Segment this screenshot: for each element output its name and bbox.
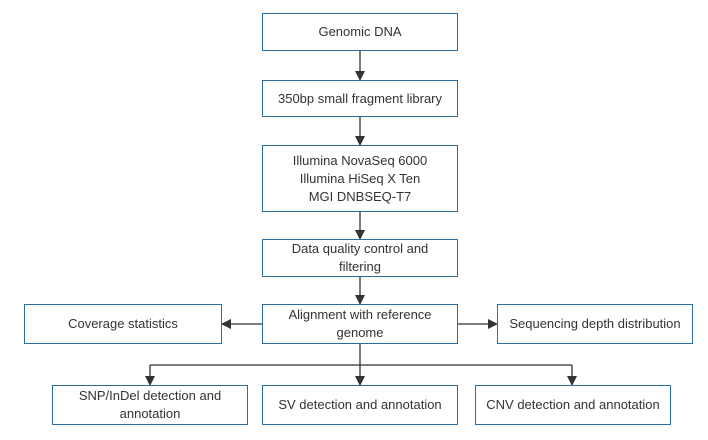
cnv-label: CNV detection and annotation xyxy=(486,397,660,412)
node-genomic-dna-label: Genomic DNA xyxy=(318,24,402,39)
sequencer-line-3: MGI DNBSEQ-T7 xyxy=(308,188,412,204)
node-coverage-statistics: Coverage statistics xyxy=(24,304,222,344)
alignment-line-2: genome xyxy=(336,325,384,340)
node-alignment: Alignment with reference genome xyxy=(262,304,458,344)
coverage-label: Coverage statistics xyxy=(68,316,178,331)
node-fragment-library: 350bp small fragment library xyxy=(262,80,458,117)
node-quality-control: Data quality control and filtering xyxy=(262,239,458,277)
node-sequencers: Illumina NovaSeq 6000 Illumina HiSeq X T… xyxy=(262,145,458,212)
qc-line-2: filtering xyxy=(339,259,381,274)
node-genomic-dna: Genomic DNA xyxy=(262,13,458,51)
alignment-line-1: Alignment with reference xyxy=(288,307,432,322)
sv-label: SV detection and annotation xyxy=(278,397,442,412)
node-sv-detection: SV detection and annotation xyxy=(262,385,458,425)
snp-line-2: annotation xyxy=(119,406,181,421)
snp-line-1: SNP/InDel detection and xyxy=(78,388,222,403)
node-cnv-detection: CNV detection and annotation xyxy=(475,385,671,425)
sequencer-line-1: Illumina NovaSeq 6000 xyxy=(292,152,428,168)
qc-line-1: Data quality control and xyxy=(291,241,429,256)
sequencer-line-2: Illumina HiSeq X Ten xyxy=(299,170,421,186)
node-fragment-library-label: 350bp small fragment library xyxy=(277,90,443,106)
node-snp-indel: SNP/InDel detection and annotation xyxy=(52,385,248,425)
node-depth-distribution: Sequencing depth distribution xyxy=(497,304,693,344)
depth-label: Sequencing depth distribution xyxy=(509,316,681,331)
